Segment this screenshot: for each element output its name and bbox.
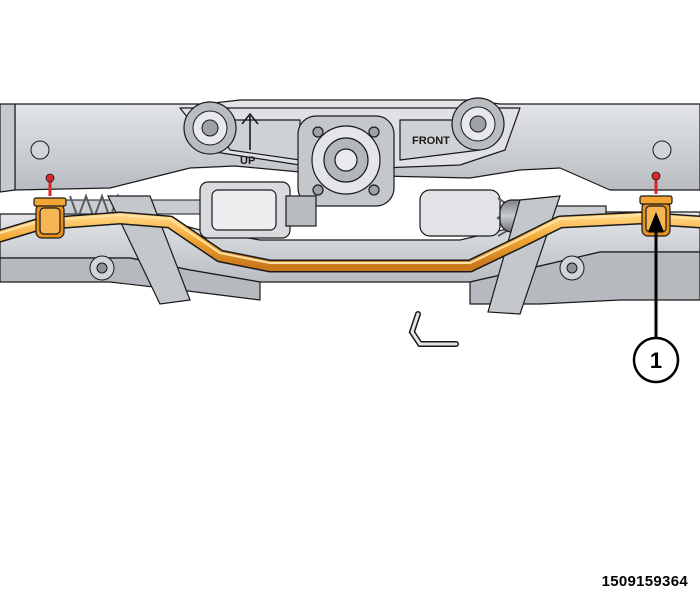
callout-1: 1 (632, 212, 680, 384)
front-stamp: FRONT (412, 135, 450, 147)
differential-housing (297, 115, 395, 207)
callout-arrowhead (648, 212, 664, 232)
up-stamp-text: UP (240, 155, 255, 167)
drive-motor (199, 181, 317, 239)
lower-mount-bolts (30, 140, 672, 281)
mount-rosette-right (451, 97, 505, 151)
stabilizer-bushing-left (33, 173, 67, 239)
up-stamp: UP (240, 112, 259, 167)
callout-circle (632, 336, 680, 384)
stabilizer-bar (0, 211, 700, 273)
mount-rosette-left (183, 101, 237, 155)
figure-id: 1509159364 (601, 573, 688, 590)
up-arrow-icon (241, 112, 259, 150)
callout-number: 1 (650, 348, 662, 373)
